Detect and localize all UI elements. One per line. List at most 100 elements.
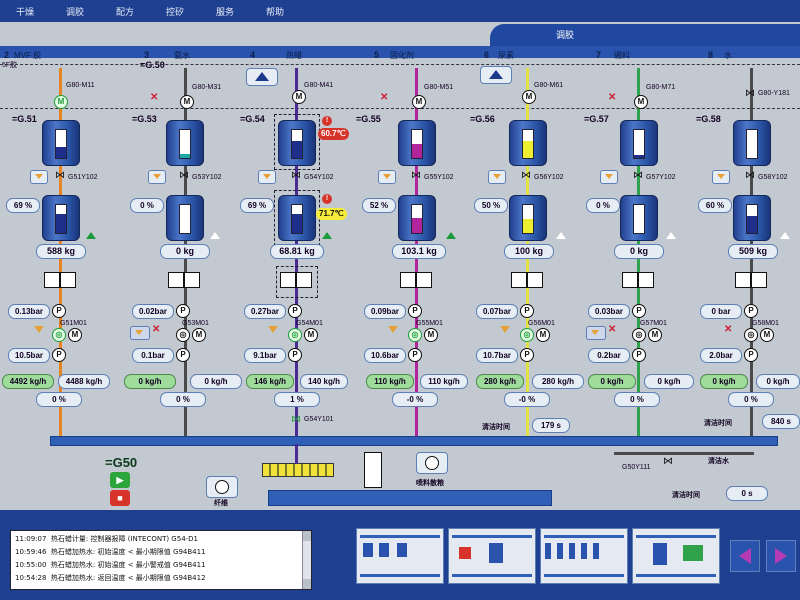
motor-icon[interactable]: M [68,328,82,342]
valve-dropdown-button[interactable] [258,170,276,184]
mode-button[interactable] [586,326,606,340]
stream-name: 热蜡 [286,51,302,60]
valve-icon[interactable]: ⋈ [55,170,65,181]
menu-control[interactable]: 控矽 [165,6,184,17]
menu-drying[interactable]: 干燥 [15,6,34,17]
pressure-readout: 0.27bar [244,304,286,319]
valve-closed-icon[interactable]: ✕ [150,92,159,103]
discharge-pipe [268,490,552,506]
valve-icon[interactable]: ⋈ [745,170,755,181]
valve-icon[interactable]: ⋈ [663,456,673,467]
valve-closed-icon[interactable]: ✕ [608,92,617,103]
pump-icon[interactable]: ◎ [408,328,422,342]
pump-icon[interactable]: ◎ [288,328,302,342]
filter-pair-icon[interactable] [511,272,545,288]
alarm-message-list[interactable]: 11:09:07 热石蜡计量: 控制器报障 (INTECONT) G54-D1 … [10,530,312,590]
flow-setpoint: 110 kg/h [366,374,414,389]
motor-icon[interactable]: M [292,90,306,104]
collector-header-pipe [50,436,778,446]
alarm-row[interactable]: 10:54:28 热石蜡加热水: 返回温度 < 最小期限值 G94B412 [15,574,206,582]
level-percent: 69 % [240,198,274,213]
alarm-row[interactable]: 10:59:46 热石蜡加热水: 初始温度 < 最小期限值 G94B411 [15,548,206,556]
menu-recipe[interactable]: 配方 [115,6,134,17]
flow-actual: 0 kg/h [190,374,242,389]
alarm-row[interactable]: 11:09:07 热石蜡计量: 控制器报障 (INTECONT) G54-D1 [15,535,199,543]
cleaning-time-value: 179 s [532,418,570,433]
filter-pair-icon[interactable] [168,272,202,288]
start-button[interactable]: ▶ [110,472,130,488]
prev-page-button[interactable] [730,540,760,572]
pump-icon[interactable]: ◎ [520,328,534,342]
level-percent: 0 % [586,198,620,213]
motor-icon[interactable]: M [536,328,550,342]
pump-icon[interactable]: ◎ [632,328,646,342]
menu-help[interactable]: 帮助 [265,6,284,17]
motor-icon[interactable]: M [648,328,662,342]
screen-thumbnail[interactable] [632,528,720,584]
pressure-sensor-icon: P [288,304,302,318]
valve-icon[interactable]: ⋈ [633,170,643,181]
flow-actual: 0 kg/h [644,374,694,389]
feed-up-button[interactable] [246,68,278,86]
screen-thumbnail[interactable] [540,528,628,584]
menu-bar: 干燥 调胶 配方 控矽 服务 帮助 [0,0,800,22]
level-percent: 50 % [474,198,508,213]
screen-thumbnail[interactable] [448,528,536,584]
valve-dropdown-button[interactable] [30,170,48,184]
valve-icon[interactable]: ⋈ [521,170,531,181]
spray-pump-button[interactable] [416,452,448,474]
motor-icon[interactable]: M [180,95,194,109]
menu-service[interactable]: 服务 [215,6,234,17]
pump-icon[interactable]: ◎ [52,328,66,342]
valve-dropdown-button[interactable] [712,170,730,184]
valve-icon[interactable]: ⋈ [411,170,421,181]
valve-dropdown-button[interactable] [378,170,396,184]
valve-icon[interactable]: ⋈ [291,414,301,425]
valve-closed-icon[interactable]: ✕ [380,92,389,103]
group-tag-g50: =G.50 [140,60,165,70]
screen-thumbnail[interactable] [356,528,444,584]
valve-dropdown-button[interactable] [600,170,618,184]
motor-icon[interactable]: M [192,328,206,342]
filter-pair-icon[interactable] [44,272,78,288]
motor-icon[interactable]: M [760,328,774,342]
valve-dropdown-button[interactable] [148,170,166,184]
motor-icon[interactable]: M [412,95,426,109]
pump-icon[interactable]: ◎ [176,328,190,342]
feed-up-button[interactable] [480,66,512,84]
deviation-readout: 0 % [160,392,206,407]
alarm-row[interactable]: 10:55:00 热石蜡加热水: 初始温度 < 最小警戒值 G94B411 [15,561,206,569]
valve-tag: G51Y102 [68,174,98,181]
stop-button[interactable]: ■ [110,490,130,506]
warning-marker-icon [34,326,44,333]
next-page-button[interactable] [766,540,796,572]
group-tag: =G.53 [132,114,157,124]
valve-icon[interactable]: ⋈ [745,88,755,99]
menu-glue[interactable]: 调胶 [65,6,84,17]
pressure-readout: 10.6bar [364,348,406,363]
motor-icon[interactable]: M [424,328,438,342]
valve-closed-icon[interactable]: ✕ [724,324,733,335]
filter-pair-icon[interactable] [622,272,656,288]
pump-icon[interactable]: ◎ [744,328,758,342]
valve-icon[interactable]: ⋈ [179,170,189,181]
filter-pair-icon[interactable] [280,272,314,288]
storage-tank [620,120,658,166]
valve-closed-icon[interactable]: ✕ [608,324,617,335]
valve-dropdown-button[interactable] [488,170,506,184]
valve-tag: G80-Y181 [758,90,790,97]
pressure-sensor-icon: P [288,348,302,362]
fiber-pump-button[interactable] [206,476,238,498]
valve-icon[interactable]: ⋈ [291,170,301,181]
filter-pair-icon[interactable] [400,272,434,288]
valve-closed-icon[interactable]: ✕ [152,324,161,335]
pressure-readout: 9.1bar [244,348,286,363]
motor-icon[interactable]: M [634,95,648,109]
mode-button[interactable] [130,326,150,340]
filter-pair-icon[interactable] [735,272,769,288]
alarm-scrollbar[interactable] [302,531,311,589]
flow-actual: 4488 kg/h [58,374,110,389]
motor-icon[interactable]: M [54,95,68,109]
motor-icon[interactable]: M [304,328,318,342]
motor-icon[interactable]: M [522,90,536,104]
